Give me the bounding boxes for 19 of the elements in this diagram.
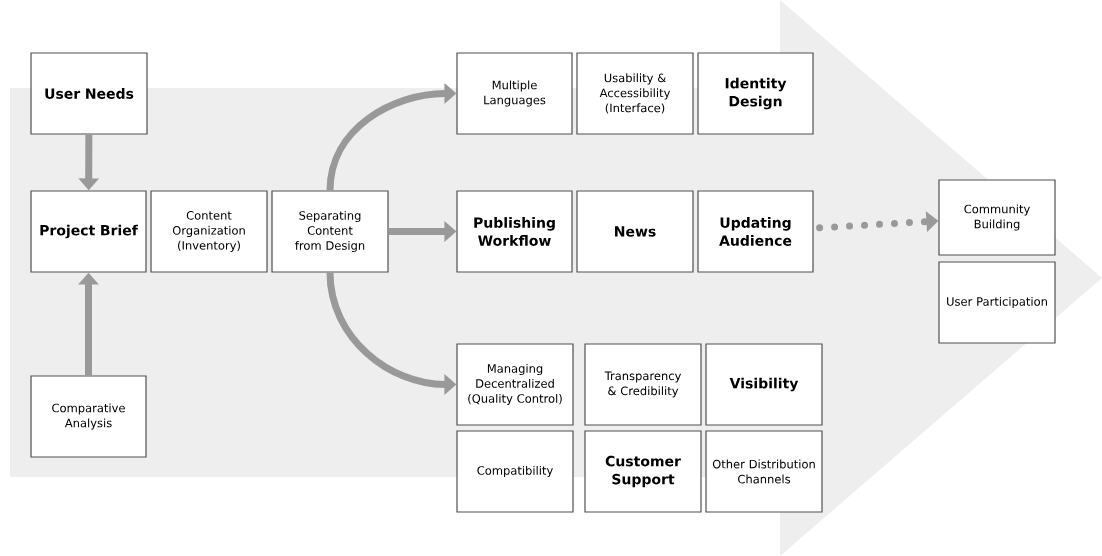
text-box: Other Distribution Channels <box>705 430 823 513</box>
text-box: User Needs <box>30 52 148 135</box>
text-box: Content Organization (Inventory) <box>150 190 268 273</box>
text-box: Comparative Analysis <box>30 375 147 458</box>
text-box: Publishing Workflow <box>456 190 573 273</box>
text-box: Usability & Accessibility (Interface) <box>576 52 694 135</box>
text-box: Project Brief <box>30 190 147 273</box>
text-box: Multiple Languages <box>456 52 573 135</box>
text-box: Identity Design <box>697 52 814 135</box>
text-box: Community Building <box>938 179 1056 256</box>
text-box: Managing Decentralized (Quality Control) <box>456 343 574 426</box>
text-box: News <box>576 190 694 273</box>
text-box: Updating Audience <box>697 190 814 273</box>
text-box: Separating Content from Design <box>271 190 389 273</box>
text-box: Compatibility <box>456 430 574 513</box>
text-box: Transparency & Credibility <box>584 343 702 426</box>
text-box: Visibility <box>705 343 823 426</box>
text-box: Customer Support <box>584 430 702 513</box>
text-box: User Participation <box>938 261 1056 344</box>
